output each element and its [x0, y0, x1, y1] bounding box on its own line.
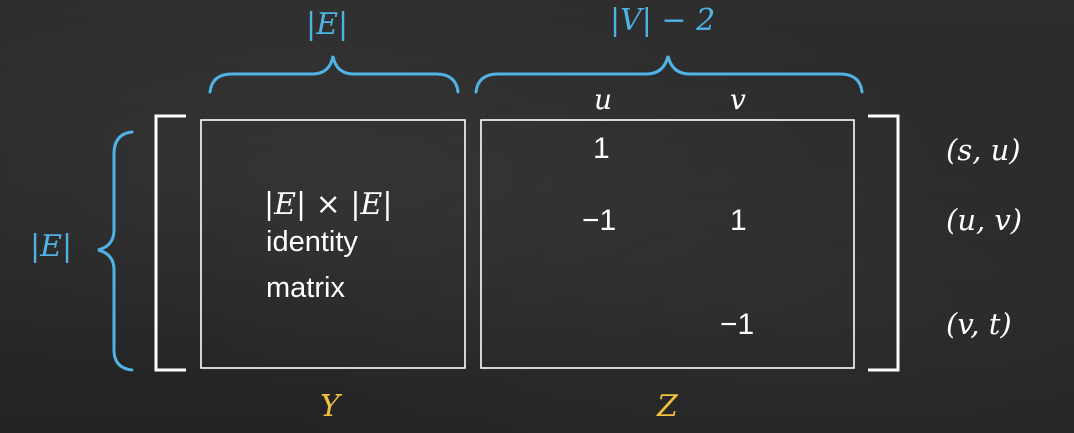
block-z: [480, 119, 855, 369]
top-label-edges: |E|: [306, 7, 349, 42]
entry-r1-u: 1: [593, 132, 610, 165]
row-label-u-v: (u, v): [946, 203, 1023, 237]
side-label-edges: |E|: [30, 229, 73, 264]
column-header-v: v: [730, 83, 746, 116]
column-header-u: u: [594, 83, 613, 116]
entry-r2-u: −1: [582, 204, 617, 237]
block-label-z: Z: [657, 389, 678, 424]
top-brace-right: [474, 55, 864, 94]
row-label-s-u: (s, u): [946, 133, 1021, 167]
matrix-word: matrix: [266, 272, 345, 304]
side-brace: [97, 130, 134, 372]
identity-word: identity: [266, 226, 358, 258]
matrix-bracket-right: [868, 114, 900, 372]
row-label-v-t: (v, t): [946, 307, 1012, 341]
top-brace-left: [208, 55, 460, 94]
block-y: [200, 119, 466, 369]
matrix-bracket-left: [154, 114, 186, 372]
block-label-y: Y: [320, 389, 340, 424]
entry-r2-v: 1: [730, 204, 747, 237]
identity-dim-label: |E| × |E|: [264, 187, 393, 222]
entry-r3-v: −1: [720, 308, 755, 341]
top-label-vertices: |V| − 2: [610, 3, 716, 38]
